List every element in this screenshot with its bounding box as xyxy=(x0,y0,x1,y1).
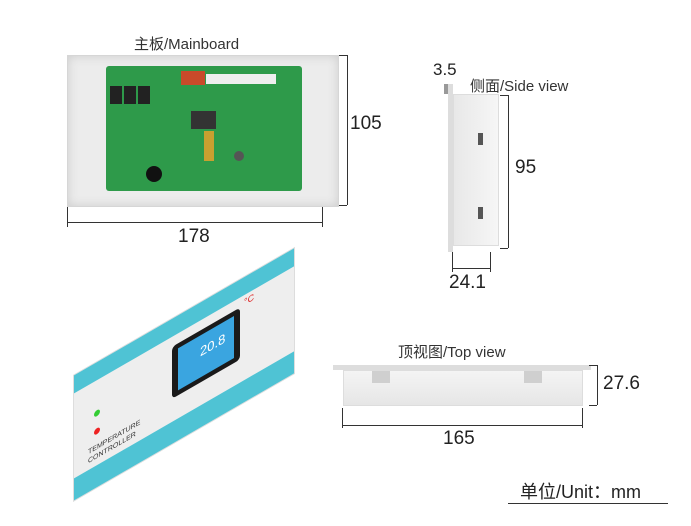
top-height-label: 27.6 xyxy=(603,373,640,394)
relay-component xyxy=(124,86,136,104)
board-component xyxy=(204,131,214,161)
relay-component xyxy=(138,86,150,104)
buzzer-component xyxy=(146,166,162,182)
red-indicator-led xyxy=(94,426,100,436)
terminal-block xyxy=(181,71,205,85)
top-width-dimension-line xyxy=(342,425,582,426)
relay-component xyxy=(110,86,122,104)
side-depth-label: 24.1 xyxy=(449,272,486,293)
mainboard-width-dimension-line xyxy=(67,222,322,223)
controller-photo: 20.8 °C TEMPERATURE CONTROLLER xyxy=(65,246,295,502)
top-view-title: 顶视图/Top view xyxy=(398,344,506,361)
dimension-tick xyxy=(500,95,508,96)
side-view-photo xyxy=(453,94,499,246)
side-clip xyxy=(478,207,483,219)
unit-underline xyxy=(508,503,668,504)
dimension-tick xyxy=(342,408,343,428)
side-height-dimension-line xyxy=(508,95,509,248)
top-view-photo xyxy=(343,370,583,406)
side-height-label: 95 xyxy=(515,157,537,178)
side-flange-label: 3.5 xyxy=(433,60,457,79)
connector-strip xyxy=(206,74,276,84)
dimension-tick xyxy=(452,252,453,272)
mainboard-height-label: 105 xyxy=(350,113,382,134)
mainboard-width-label: 178 xyxy=(178,226,210,247)
green-indicator-led xyxy=(94,408,100,418)
side-clip xyxy=(478,133,483,145)
top-clip xyxy=(372,371,390,383)
mainboard-title: 主板/Mainboard xyxy=(134,36,240,53)
mainboard-enclosure-photo xyxy=(67,55,339,207)
dimension-tick xyxy=(589,365,597,366)
capacitor-component xyxy=(234,151,244,161)
top-height-dimension-line xyxy=(597,365,598,405)
dimension-tick xyxy=(582,408,583,428)
side-flange xyxy=(448,84,453,252)
dimension-tick xyxy=(67,207,68,227)
side-view-title: 侧面/Side view xyxy=(470,78,569,95)
top-flange xyxy=(333,365,591,370)
dimension-tick xyxy=(339,205,347,206)
dimension-tick xyxy=(589,405,597,406)
flange-marker xyxy=(444,84,448,94)
unit-note: 单位/Unit：mm xyxy=(520,482,641,502)
dimension-tick xyxy=(322,207,323,227)
top-width-label: 165 xyxy=(443,428,475,449)
pcb-board xyxy=(106,66,302,191)
dimension-tick xyxy=(490,252,491,272)
controller-face: 20.8 °C TEMPERATURE CONTROLLER xyxy=(73,246,295,502)
chip-component xyxy=(191,111,216,129)
dimension-tick xyxy=(500,248,508,249)
top-clip xyxy=(524,371,542,383)
side-depth-dimension-line xyxy=(452,268,490,269)
dimension-tick xyxy=(339,55,347,56)
mainboard-height-dimension-line xyxy=(347,55,348,205)
